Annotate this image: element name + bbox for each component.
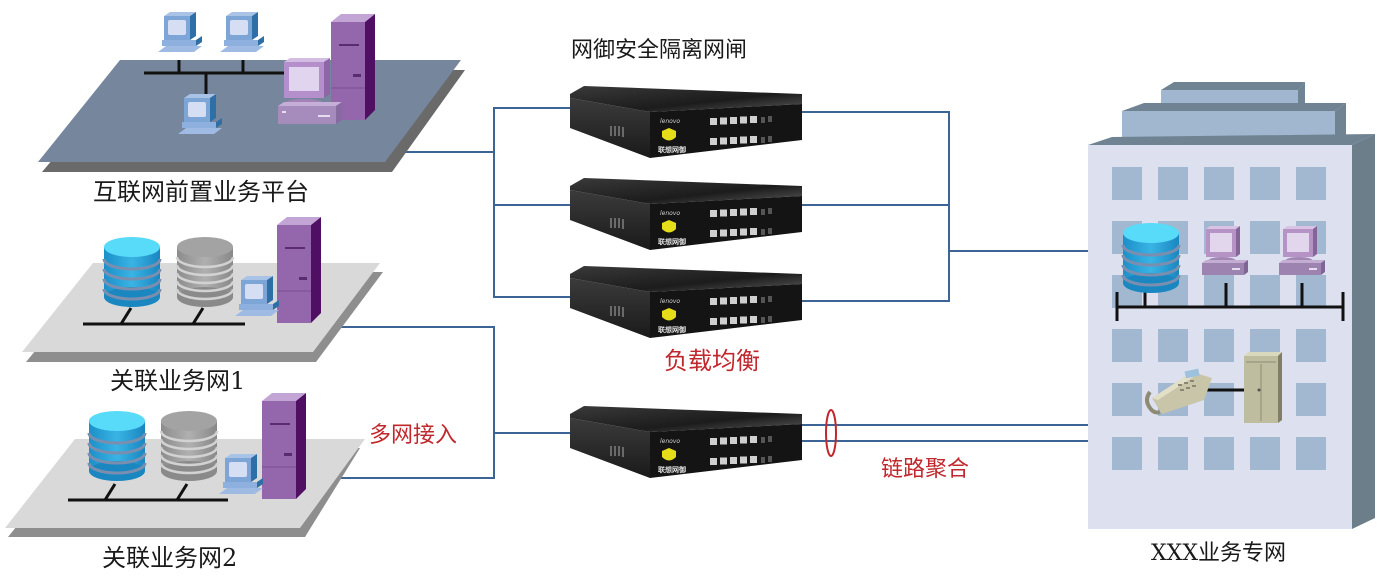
computer-icon <box>220 12 264 52</box>
label-internet-front-platform: 互联网前置业务平台 <box>93 178 309 206</box>
device-brand-logo: lenovo <box>660 118 681 125</box>
label-security-gateway: 网御安全隔离网闸 <box>571 38 748 63</box>
label-multi-network-access: 多网接入 <box>369 423 458 448</box>
lan-bus <box>1115 283 1345 321</box>
computer-icon <box>178 94 222 134</box>
label-related-business-net-2: 关联业务网2 <box>102 544 238 572</box>
links <box>335 107 1088 479</box>
device-product-mark: 联想网御 <box>658 326 686 334</box>
link-aggregation-ring <box>825 409 837 457</box>
link-related-net-1 <box>335 326 495 479</box>
lan-bus <box>83 307 245 326</box>
link-right-gateway-bus <box>783 111 950 302</box>
database-icon <box>102 235 162 309</box>
rack-appliance-icon <box>570 266 802 338</box>
related-business-net-2 <box>5 392 365 537</box>
label-related-business-net-1: 关联业务网1 <box>110 367 246 395</box>
internet-front-platform <box>38 12 465 172</box>
computer-icon <box>219 454 263 494</box>
device-product-mark: 联想网御 <box>658 146 686 154</box>
device-product-mark: 联想网御 <box>658 466 686 474</box>
server-tower-icon <box>261 392 307 500</box>
label-private-business-network: XXX业务专网 <box>1151 541 1286 566</box>
label-link-aggregation: 链路聚合 <box>881 457 970 482</box>
computer-icon <box>235 276 279 316</box>
telephone-icon <box>1145 368 1212 415</box>
database-icon <box>175 235 235 309</box>
device-product-mark: 联想网御 <box>658 238 686 246</box>
rack-appliance-icon <box>570 178 802 250</box>
database-icon <box>1121 221 1181 295</box>
lan-bus <box>68 483 228 502</box>
device-brand-logo: lenovo <box>660 298 681 305</box>
server-tower-icon <box>1244 352 1282 423</box>
database-icon <box>159 409 219 483</box>
device-brand-logo: lenovo <box>660 210 681 217</box>
device-brand-logo: lenovo <box>660 438 681 445</box>
server-tower-icon <box>276 216 322 324</box>
rack-appliance-icon <box>570 406 802 478</box>
security-gateway-cluster <box>570 86 802 338</box>
lan-bus <box>144 60 287 96</box>
label-load-balance: 负载均衡 <box>664 347 760 375</box>
link-left-gateway-bus <box>493 107 572 298</box>
computer-icon <box>158 12 202 52</box>
building-icon <box>1088 82 1375 529</box>
rack-appliance-icon <box>570 86 802 158</box>
database-icon <box>87 409 147 483</box>
related-business-net-1 <box>22 216 383 362</box>
